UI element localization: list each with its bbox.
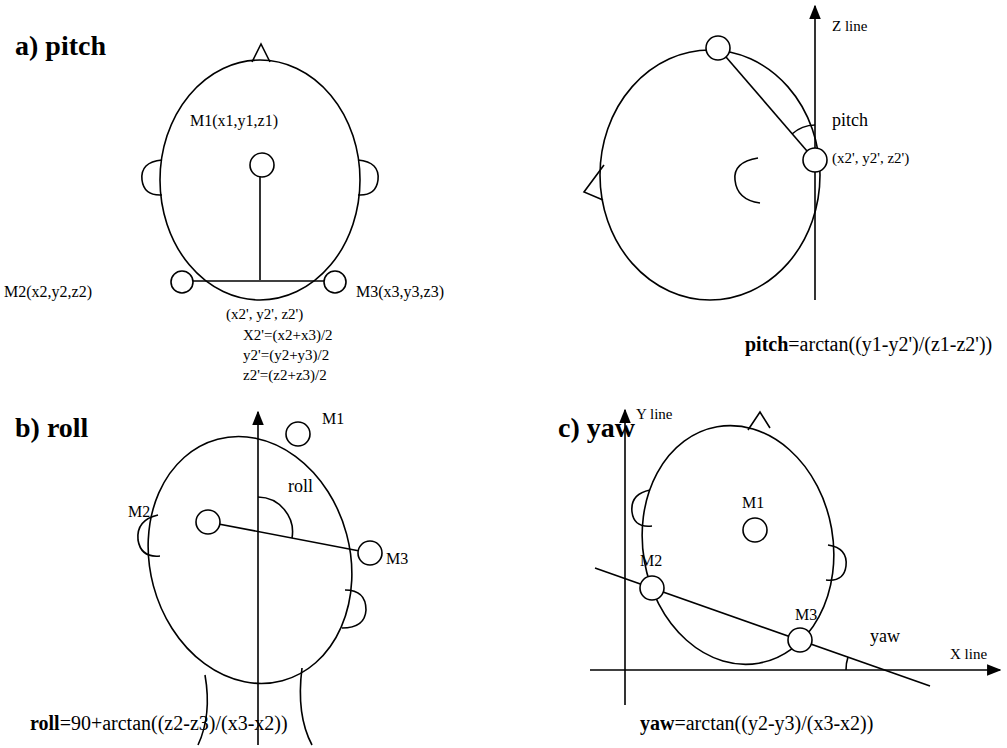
side-view-head xyxy=(584,6,827,300)
annotation-label: Z line xyxy=(832,18,867,35)
annotation-label: M3 xyxy=(386,550,408,568)
roll-view-head xyxy=(121,412,382,745)
heading-label: c) yaw xyxy=(558,412,635,444)
annotation-label: M3 xyxy=(795,606,817,624)
annotation-label: =arctan((y2-y3)/(x3-x2)) xyxy=(674,712,873,735)
heading-label: b) roll xyxy=(15,412,88,444)
yaw-view-head xyxy=(590,410,1000,705)
annotation-label: M1 xyxy=(742,494,764,512)
annotation-label: M1 xyxy=(322,410,344,428)
annotation-label: y2'=(y2+y3)/2 xyxy=(243,347,329,364)
heading-label: yaw xyxy=(640,712,674,735)
annotation-label: pitch xyxy=(832,110,868,131)
heading-label: pitch xyxy=(745,333,788,356)
annotation-label: (x2', y2', z2') xyxy=(832,150,909,167)
annotation-label: M1(x1,y1,z1) xyxy=(190,112,278,130)
annotation-label: M2 xyxy=(128,503,150,521)
annotation-label: M2 xyxy=(640,552,662,570)
annotation-label: (x2', y2', z2') xyxy=(226,306,303,323)
annotation-label: yaw xyxy=(870,626,900,647)
annotation-label: M3(x3,y3,z3) xyxy=(356,283,444,301)
top-view-head xyxy=(142,44,378,300)
annotation-label: X line xyxy=(950,646,987,663)
annotation-label: =90+arctan((z2-z3)/(x3-x2)) xyxy=(60,712,288,735)
annotation-label: Y line xyxy=(636,406,673,423)
annotation-label: z2'=(z2+z3)/2 xyxy=(243,367,327,384)
annotation-label: =arctan((y1-y2')/(z1-z2')) xyxy=(788,333,992,356)
annotation-label: X2'=(x2+x3)/2 xyxy=(243,327,333,344)
annotation-label: M2(x2,y2,z2) xyxy=(4,283,92,301)
heading-label: a) pitch xyxy=(15,30,106,62)
heading-label: roll xyxy=(30,712,60,735)
annotation-label: roll xyxy=(288,476,313,497)
